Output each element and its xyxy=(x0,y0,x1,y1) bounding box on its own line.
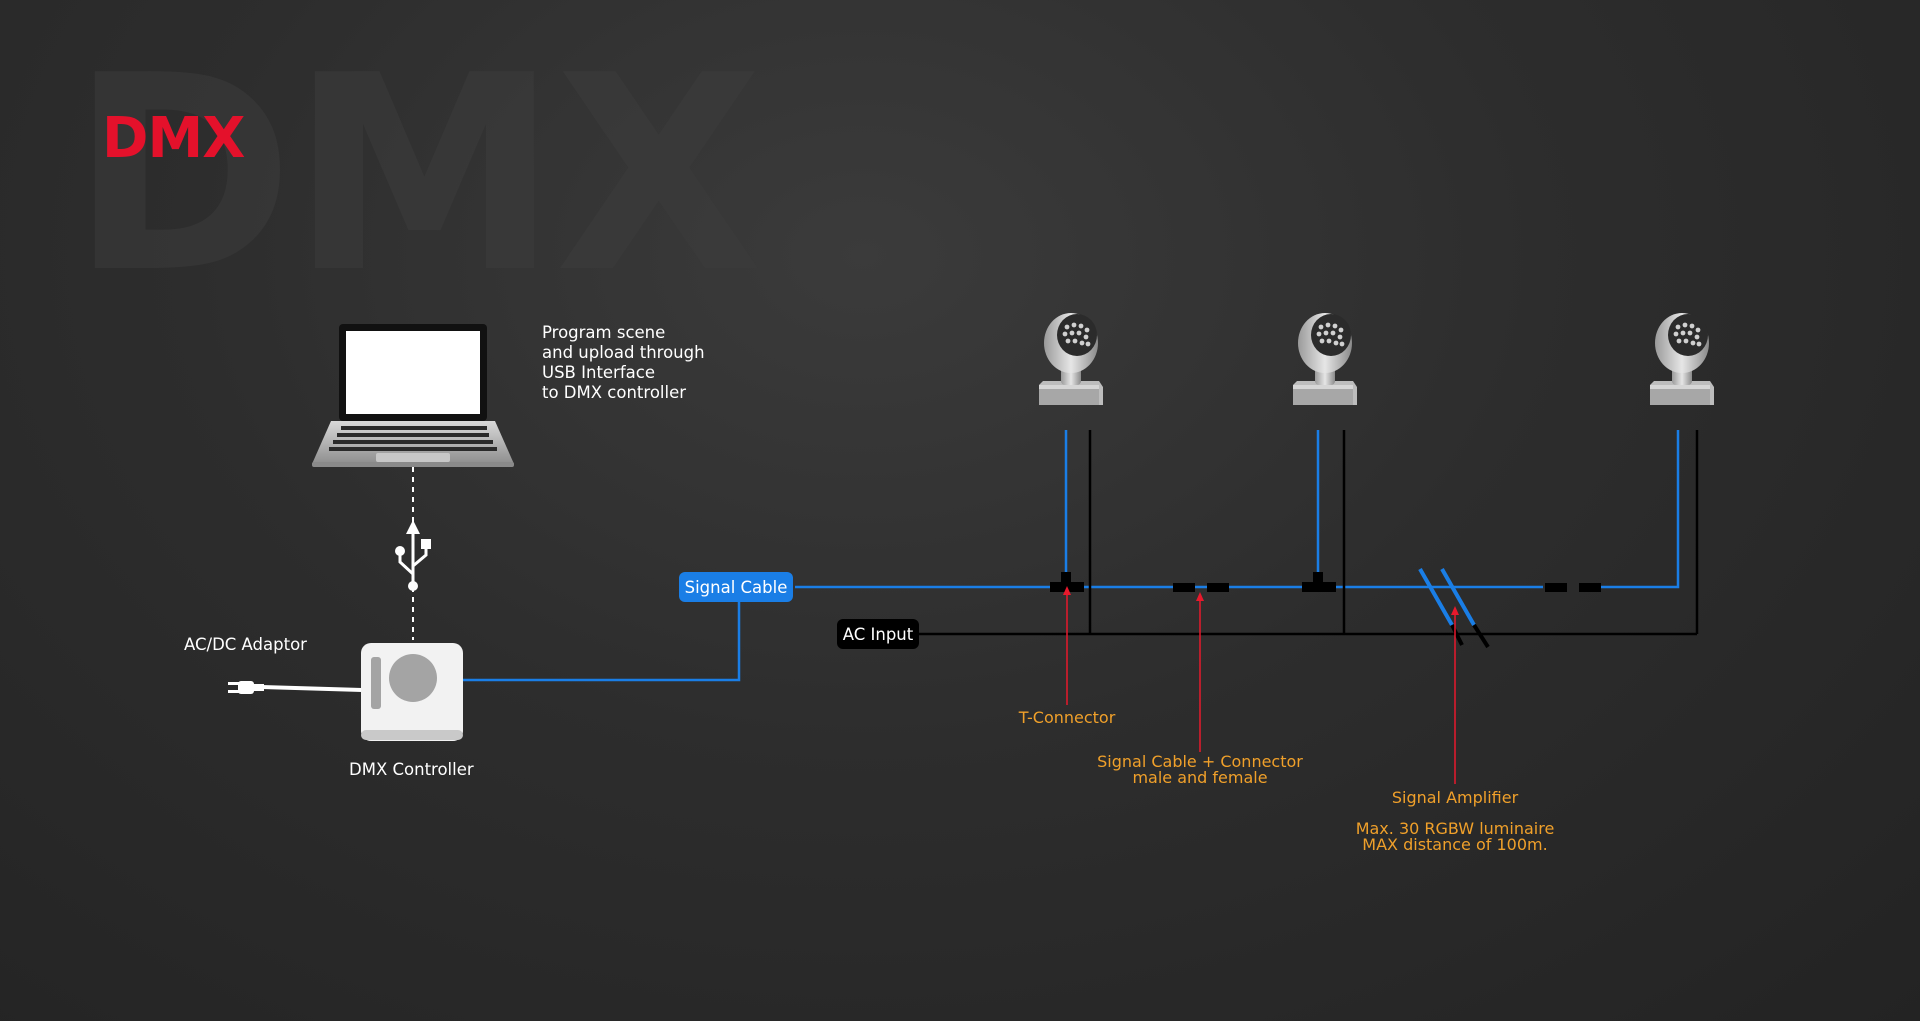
laptop-icon xyxy=(312,324,514,467)
annotation-pointers xyxy=(1063,586,1459,784)
program-scene-note: Program scene and upload through USB Int… xyxy=(542,323,705,402)
max-luminaire-note: Max. 30 RGBW luminaire xyxy=(1356,819,1555,838)
signal-cable-badge: Signal Cable xyxy=(679,572,793,602)
spotlight-icon xyxy=(1293,313,1357,405)
dmx-controller-icon xyxy=(361,643,463,741)
cable-connector-sublabel: male and female xyxy=(1132,768,1267,787)
cable-connector-label: Signal Cable + Connector xyxy=(1097,752,1303,771)
signal-cable-lines xyxy=(463,430,1680,682)
spotlight-icon xyxy=(1039,313,1103,405)
watermark-text: DMX xyxy=(70,17,762,332)
signal-amplifier-label: Signal Amplifier xyxy=(1392,788,1519,807)
ac-power-lines xyxy=(918,430,1699,636)
note-line: and upload through xyxy=(542,343,705,362)
note-line: Program scene xyxy=(542,323,665,342)
ac-input-label: AC Input xyxy=(843,625,914,644)
t-connector-label: T-Connector xyxy=(1018,708,1116,727)
signal-amplifier-icon xyxy=(1418,568,1490,649)
usb-icon xyxy=(395,520,431,591)
page-title: DMX xyxy=(102,106,245,171)
plug-icon xyxy=(228,681,363,694)
ac-input-badge: AC Input xyxy=(837,619,919,649)
max-distance-note: MAX distance of 100m. xyxy=(1362,835,1547,854)
signal-cable-label: Signal Cable xyxy=(685,578,788,597)
note-line: to DMX controller xyxy=(542,383,686,402)
note-line: USB Interface xyxy=(542,363,655,382)
ac-dc-adaptor-label: AC/DC Adaptor xyxy=(184,635,307,654)
spotlight-icon xyxy=(1650,313,1714,405)
cable-connectors xyxy=(1173,583,1601,592)
dmx-controller-label: DMX Controller xyxy=(349,760,474,779)
